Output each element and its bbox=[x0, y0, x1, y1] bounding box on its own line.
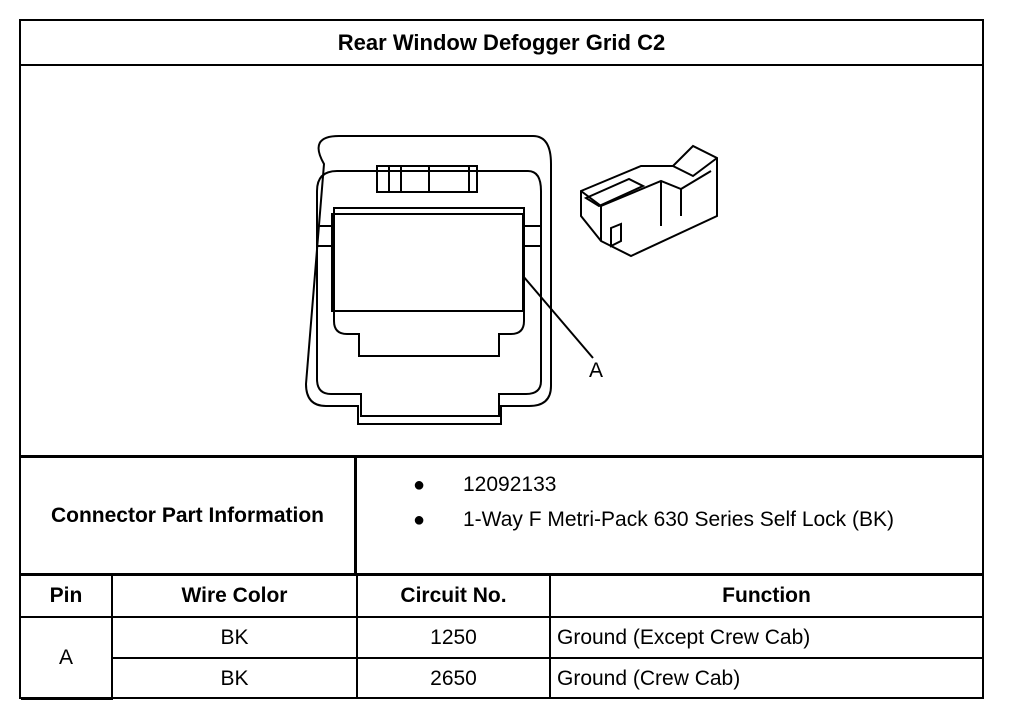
circuit-cell: 1250 bbox=[356, 616, 551, 659]
part-number-item: ● 12092133 bbox=[359, 470, 982, 500]
bullet-icon: ● bbox=[413, 473, 426, 496]
connector-description: 1-Way F Metri-Pack 630 Series Self Lock … bbox=[463, 508, 895, 531]
callout-label: A bbox=[589, 359, 603, 382]
function-cell: Ground (Crew Cab) bbox=[549, 657, 982, 699]
part-number: 12092133 bbox=[463, 473, 557, 496]
connector-part-list: ● 12092133 ● 1-Way F Metri-Pack 630 Seri… bbox=[359, 458, 982, 573]
terminal-cavity bbox=[331, 213, 524, 312]
connector-figure: A bbox=[21, 66, 982, 458]
function-cell: Ground (Except Crew Cab) bbox=[549, 616, 982, 659]
connector-sheet: Rear Window Defogger Grid C2 bbox=[19, 19, 984, 700]
pin-cell: A bbox=[21, 616, 113, 700]
connector-part-info: Connector Part Information ● 12092133 ● … bbox=[21, 458, 982, 576]
pin-table-header: Pin Wire Color Circuit No. Function bbox=[21, 576, 982, 618]
housing-inner bbox=[316, 170, 542, 417]
connector-drawing: A bbox=[304, 135, 718, 425]
housing-outline bbox=[304, 135, 552, 425]
bullet-icon: ● bbox=[413, 508, 426, 531]
callout-leader bbox=[522, 275, 594, 359]
wire-color-cell: BK bbox=[112, 657, 358, 699]
header-circuit: Circuit No. bbox=[356, 576, 551, 618]
sheet-title: Rear Window Defogger Grid C2 bbox=[21, 21, 982, 66]
header-wire-color: Wire Color bbox=[111, 576, 358, 618]
connector-part-info-label: Connector Part Information bbox=[21, 458, 357, 573]
cavity-frame bbox=[333, 207, 525, 357]
latch-top bbox=[376, 165, 478, 193]
wire-color-cell: BK bbox=[111, 616, 358, 659]
table-row: BK 2650 Ground (Crew Cab) bbox=[21, 657, 982, 699]
connector-description-item: ● 1-Way F Metri-Pack 630 Series Self Loc… bbox=[359, 505, 982, 535]
pin-table: Pin Wire Color Circuit No. Function A BK… bbox=[21, 576, 982, 700]
table-row: A BK 1250 Ground (Except Crew Cab) bbox=[21, 616, 982, 700]
iso-connector bbox=[580, 144, 718, 258]
header-pin: Pin bbox=[21, 576, 113, 618]
header-function: Function bbox=[549, 576, 982, 618]
circuit-cell: 2650 bbox=[356, 657, 551, 699]
